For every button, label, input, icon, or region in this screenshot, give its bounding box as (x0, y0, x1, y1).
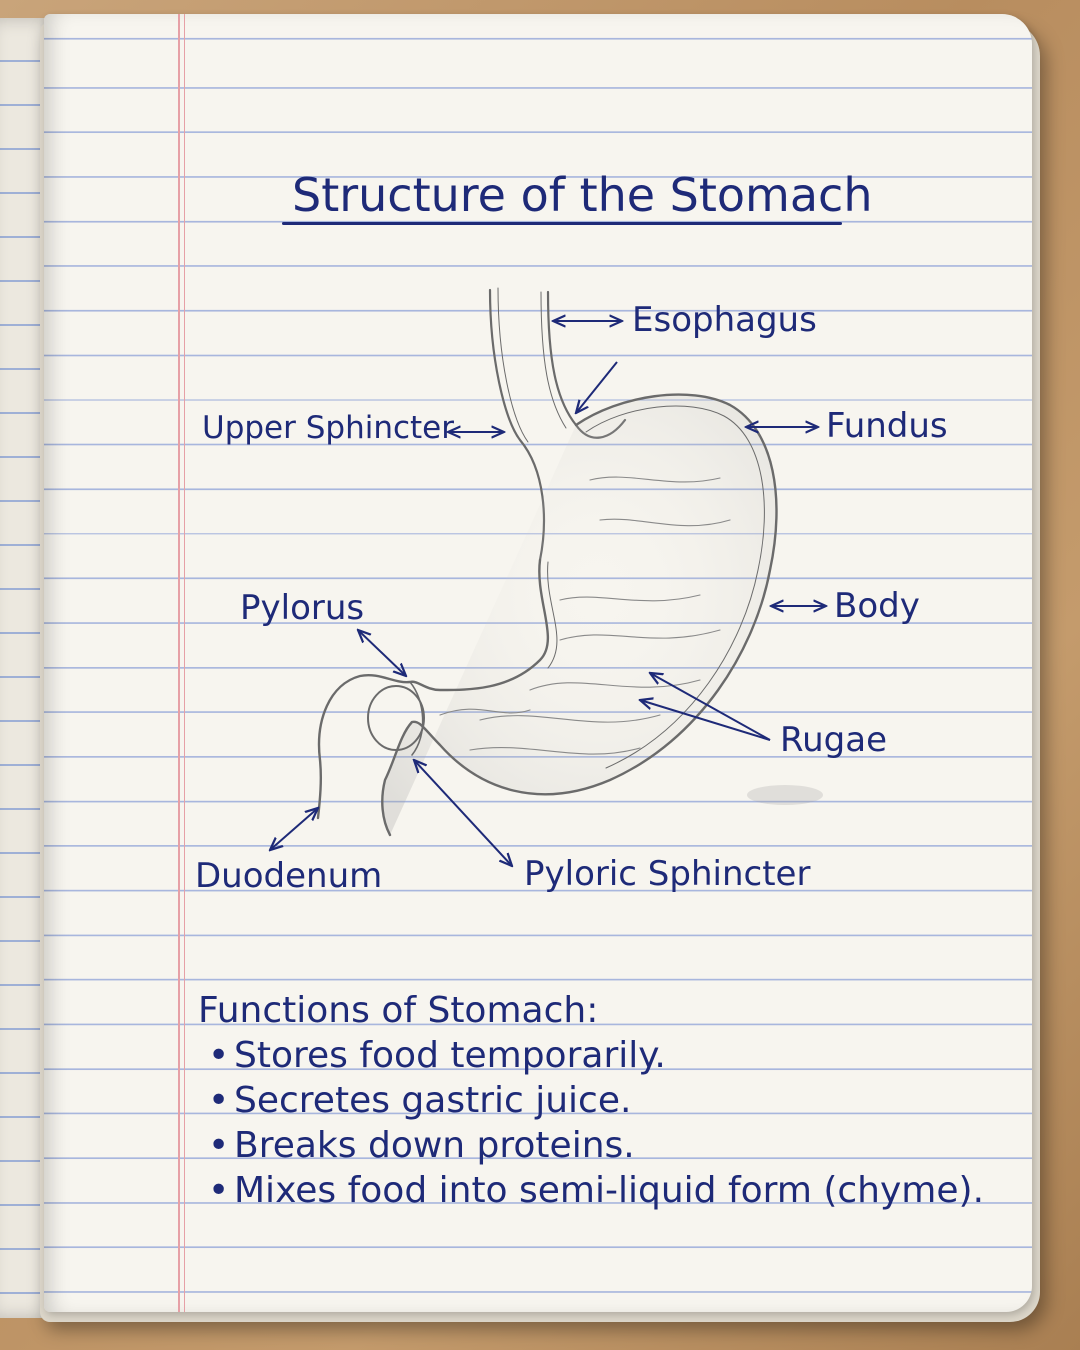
functions-heading: Functions of Stomach: (198, 990, 599, 1031)
page-title: Structure of the Stomach (292, 168, 873, 222)
list-item: •Stores food temporarily. (198, 1033, 1038, 1078)
label-fundus: Fundus (826, 406, 948, 446)
label-duodenum: Duodenum (195, 856, 383, 896)
label-body: Body (834, 586, 920, 626)
bullet: • (208, 1080, 230, 1121)
list-item: •Secretes gastric juice. (198, 1078, 1038, 1123)
list-item-text: Stores food temporarily. (234, 1035, 666, 1076)
bullet: • (208, 1035, 230, 1076)
title-underline (282, 222, 842, 225)
label-esophagus: Esophagus (632, 300, 817, 340)
list-item-text: Mixes food into semi-liquid form (chyme)… (234, 1170, 985, 1211)
pylorus-arrow (358, 630, 406, 676)
functions-list: •Stores food temporarily. •Secretes gast… (198, 1033, 1038, 1213)
pyloric-sphincter-arrow (414, 760, 512, 866)
margin-line (178, 14, 180, 1312)
esophagus-pointer-arrow (576, 361, 618, 413)
rugae-arrow-2 (640, 700, 771, 741)
label-rugae: Rugae (780, 720, 887, 760)
list-item: •Mixes food into semi-liquid form (chyme… (198, 1168, 1038, 1213)
label-pylorus: Pylorus (240, 588, 365, 628)
list-item-text: Secretes gastric juice. (234, 1080, 632, 1121)
eraser-smudge (747, 785, 823, 805)
rugae-drawing (439, 476, 731, 755)
bullet: • (208, 1170, 230, 1211)
list-item: •Breaks down proteins. (198, 1123, 1038, 1168)
label-upper-sphincter: Upper Sphincter (202, 410, 454, 446)
bullet: • (208, 1125, 230, 1166)
stomach-wall-drawing (316, 393, 778, 837)
label-arrows (270, 321, 826, 866)
duodenum-arrow (270, 808, 318, 850)
label-pyloric-sphincter: Pyloric Sphincter (524, 854, 811, 894)
list-item-text: Breaks down proteins. (234, 1125, 635, 1166)
margin-line-inner (184, 14, 185, 1312)
functions-section: Functions of Stomach: •Stores food tempo… (198, 988, 1038, 1213)
rugae-arrow-1 (650, 673, 771, 741)
